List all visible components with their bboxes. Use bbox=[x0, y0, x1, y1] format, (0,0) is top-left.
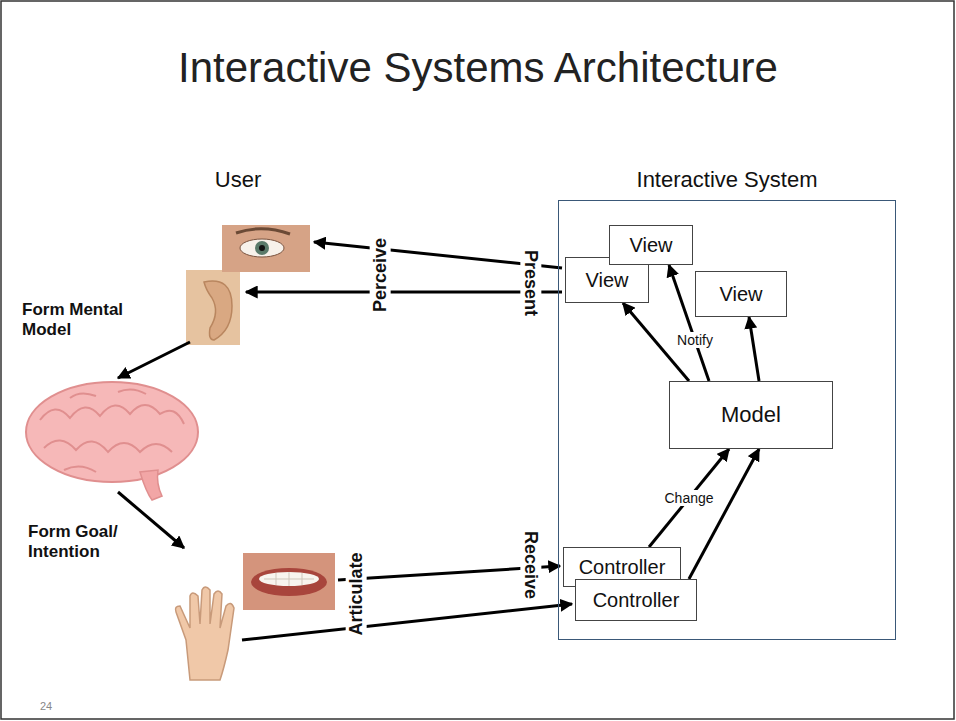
flow-label: Present bbox=[521, 247, 542, 319]
flow-arrow bbox=[118, 342, 190, 378]
eye-photo bbox=[222, 225, 310, 272]
column-heading: User bbox=[212, 167, 264, 192]
box-label: View bbox=[586, 269, 629, 292]
teeth-lines bbox=[264, 572, 314, 586]
connector-arrow bbox=[649, 449, 729, 547]
view-box: View bbox=[609, 225, 693, 265]
box-label: View bbox=[720, 283, 763, 306]
brain bbox=[26, 382, 198, 482]
page-number: 24 bbox=[40, 700, 52, 713]
connector-label: Notify bbox=[675, 332, 715, 348]
step-label: Form Goal/ Intention bbox=[28, 522, 140, 563]
connector-label: Change bbox=[662, 490, 715, 506]
present-arrow bbox=[246, 291, 562, 294]
flow-label: Perceive bbox=[370, 235, 391, 315]
mouth-photo bbox=[243, 553, 335, 610]
ear-photo bbox=[186, 270, 240, 345]
step-label: Form Mental Model bbox=[22, 300, 150, 341]
flow-label: Receive bbox=[521, 528, 542, 602]
slide-title: Interactive Systems Architecture bbox=[178, 44, 778, 92]
box-label: View bbox=[630, 234, 673, 257]
system-boundary: Interactive SystemViewViewViewModelContr… bbox=[558, 200, 896, 640]
box-label: Model bbox=[721, 402, 781, 428]
iris bbox=[255, 241, 269, 255]
lips bbox=[251, 568, 327, 596]
brain-fold bbox=[40, 405, 184, 424]
flow-label: Articulate bbox=[346, 549, 367, 638]
teeth bbox=[259, 572, 319, 586]
connector-arrow bbox=[689, 449, 759, 579]
eyebrow bbox=[236, 229, 290, 234]
ear-shape bbox=[204, 281, 232, 340]
box-label: Controller bbox=[579, 556, 666, 579]
controller-box: Controller bbox=[575, 579, 697, 621]
articulate-arrow bbox=[242, 604, 572, 640]
brain-stem bbox=[140, 470, 162, 500]
eye-white bbox=[240, 239, 284, 257]
box-label: Controller bbox=[593, 589, 680, 612]
flow-arrow bbox=[118, 492, 184, 548]
brain-fold bbox=[64, 389, 146, 472]
hand bbox=[176, 587, 235, 680]
pupil bbox=[259, 245, 265, 251]
connector-arrow bbox=[749, 317, 759, 381]
view-box: View bbox=[695, 271, 787, 317]
group-heading: Interactive System bbox=[559, 167, 895, 193]
model-box: Model bbox=[669, 381, 833, 449]
brain-fold bbox=[44, 440, 172, 452]
